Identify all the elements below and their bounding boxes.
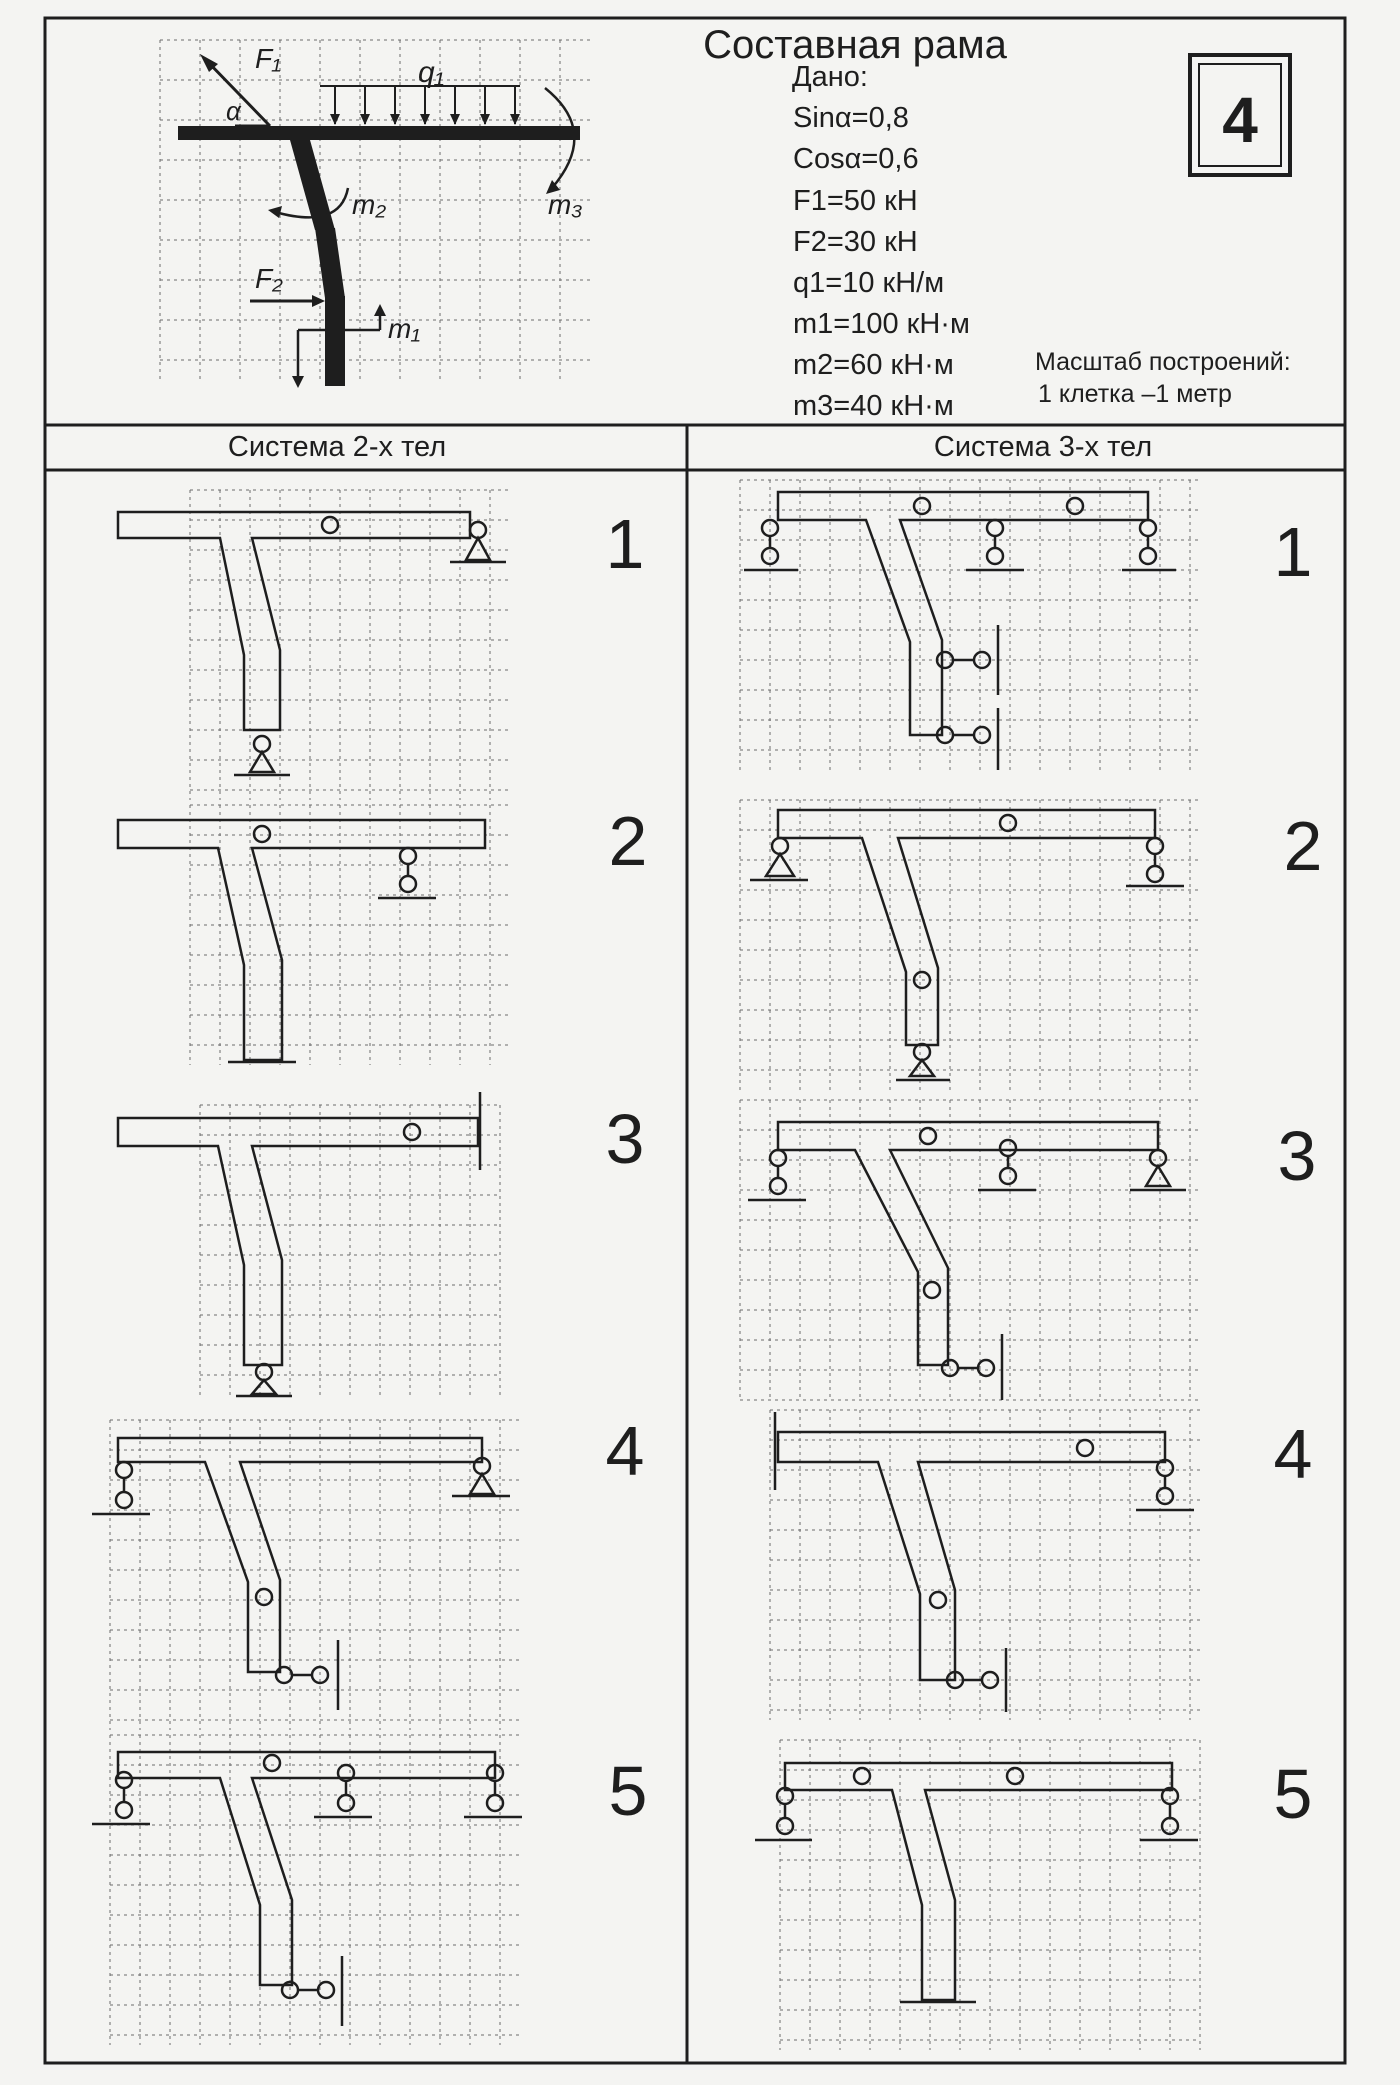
label-m1: m₁ <box>388 313 420 344</box>
construction-grid <box>779 1739 1201 2050</box>
scheme-2bodies-1: 1 <box>116 489 645 800</box>
scheme-2bodies-4: 4 <box>92 1412 644 1730</box>
label-F2: F₂ <box>255 263 283 294</box>
variant-badge: 4 <box>1188 53 1292 177</box>
given-line: F2=30 кН <box>793 226 918 258</box>
scale-note: Масштаб построений: 1 клетка –1 метр <box>1035 348 1291 408</box>
given-line: m3=40 кН·м <box>793 390 954 422</box>
scheme-2bodies-5: 5 <box>92 1734 648 2045</box>
given-line: F1=50 кН <box>793 185 918 217</box>
given-line: m2=60 кН·м <box>793 349 954 381</box>
scheme-number: 3 <box>606 1100 645 1178</box>
scheme-number: 4 <box>606 1412 645 1490</box>
construction-grid <box>109 1419 520 1730</box>
scheme-3bodies-5: 5 <box>755 1739 1313 2050</box>
given-line: q1=10 кН/м <box>793 267 944 299</box>
label-F1: F₁ <box>255 43 281 74</box>
given-line: m1=100 кН·м <box>793 308 970 340</box>
scheme-3bodies-3: 3 <box>739 1099 1317 1401</box>
scale-title: Масштаб построений: <box>1035 348 1291 376</box>
scheme-number: 4 <box>1274 1415 1313 1493</box>
scheme-number: 1 <box>1274 513 1313 591</box>
scale-value: 1 клетка –1 метр <box>1038 380 1232 408</box>
given-heading: Дано: <box>792 61 868 93</box>
scheme-number: 2 <box>1284 807 1323 885</box>
loading-diagram: F₁ q₁ α m₂ m₃ F₂ m₁ <box>159 39 590 388</box>
construction-grid <box>109 1734 520 2045</box>
variant-number: 4 <box>1222 84 1258 156</box>
scheme-number: 5 <box>1274 1755 1313 1833</box>
scheme-2bodies-3: 3 <box>116 1092 645 1398</box>
scheme-number: 3 <box>1278 1117 1317 1195</box>
scheme-number: 1 <box>606 505 645 583</box>
label-m3: m₃ <box>548 189 582 220</box>
column-title-two-bodies: Система 2-х тел <box>228 431 446 463</box>
label-alpha: α <box>226 96 242 126</box>
scheme-3bodies-1: 1 <box>739 479 1313 770</box>
scheme-number: 5 <box>609 1752 648 1830</box>
column-title-three-bodies: Система 3-х тел <box>934 431 1152 463</box>
scheme-3bodies-2: 2 <box>739 799 1323 1090</box>
sheet-frame <box>43 16 1347 2065</box>
sheet-title: Составная рама <box>703 23 1008 67</box>
scheme-3bodies-4: 4 <box>769 1409 1313 1720</box>
scheme-number: 2 <box>609 802 648 880</box>
label-q1: q₁ <box>418 56 444 89</box>
given-block: Дано: Sinα=0,8 Cosα=0,6 F1=50 кН F2=30 к… <box>792 61 970 422</box>
scheme-2bodies-2: 2 <box>116 802 648 1065</box>
label-m2: m₂ <box>352 189 386 220</box>
construction-grid <box>199 1104 501 1395</box>
given-line: Cosα=0,6 <box>793 143 919 175</box>
given-line: Sinα=0,8 <box>793 102 909 134</box>
construction-grid <box>159 39 590 380</box>
